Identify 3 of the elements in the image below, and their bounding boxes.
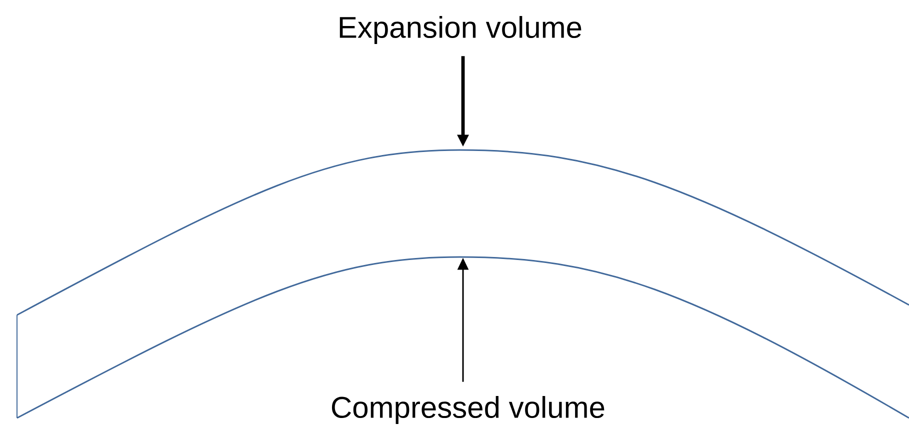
- label-text: Compressed volume: [332, 396, 604, 424]
- label-text: Expansion volume: [340, 16, 582, 44]
- band-surface-curve: [16, 149, 909, 316]
